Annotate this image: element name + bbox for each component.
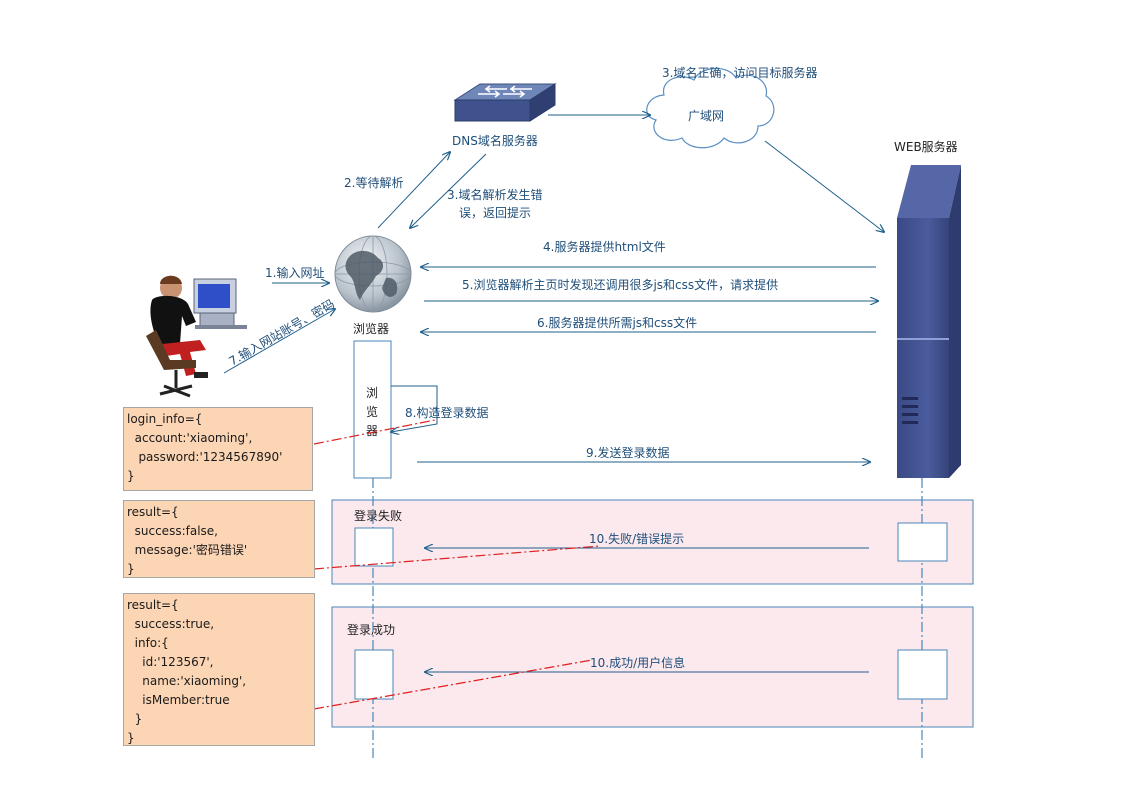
server-success-activation bbox=[897, 649, 948, 700]
browser-fail-activation bbox=[354, 527, 394, 567]
login-fail-frame bbox=[331, 499, 974, 585]
arrow-step3-error bbox=[410, 153, 487, 228]
arrow-step2 bbox=[377, 152, 450, 229]
step9-label: 9.发送登录数据 bbox=[586, 445, 669, 460]
network-switch-icon bbox=[453, 83, 557, 122]
step8-label: 8.构造登录数据 bbox=[405, 405, 488, 420]
success-frame-title: 登录成功 bbox=[347, 622, 395, 637]
browser-success-activation bbox=[354, 649, 394, 700]
login-success-frame bbox=[331, 606, 974, 728]
globe-icon bbox=[334, 235, 412, 313]
step4-label: 4.服务器提供html文件 bbox=[543, 239, 666, 254]
wan-label: 广域网 bbox=[688, 109, 724, 123]
step3-error-label-2: 误，返回提示 bbox=[459, 205, 531, 220]
dns-server-label: DNS域名服务器 bbox=[452, 133, 538, 148]
note-connector-success bbox=[313, 659, 593, 710]
step3-ok-label: 3.域名正确，访问目标服务器 bbox=[662, 65, 817, 80]
browser-box-char-2: 览 bbox=[366, 404, 378, 419]
step7-label: 7.输入网站账号、密码 bbox=[226, 296, 337, 369]
browser-box-char-1: 浏 bbox=[366, 386, 378, 400]
browser-activation-box bbox=[353, 340, 392, 479]
web-server-label: WEB服务器 bbox=[894, 139, 958, 154]
arrow-wan-to-server bbox=[764, 140, 884, 232]
fail-frame-title: 登录失败 bbox=[354, 508, 402, 523]
cloud-icon bbox=[646, 67, 775, 149]
step1-label: 1.输入网址 bbox=[265, 265, 324, 280]
fail-result-note: result={ success:false, message:'密码错误' } bbox=[123, 500, 315, 578]
browser-box-char-3: 器 bbox=[366, 424, 378, 438]
step6-label: 6.服务器提供所需js和css文件 bbox=[537, 315, 697, 330]
note-connector-login bbox=[313, 419, 436, 445]
browser-label: 浏览器 bbox=[353, 321, 389, 336]
step5-label: 5.浏览器解析主页时发现还调用很多js和css文件，请求提供 bbox=[462, 277, 778, 292]
arrow-step7 bbox=[223, 309, 335, 374]
login-info-note: login_info={ account:'xiaoming', passwor… bbox=[123, 407, 313, 491]
server-fail-activation bbox=[897, 522, 948, 562]
arrow-step8-self bbox=[391, 385, 438, 432]
step3-error-label-1: 3.域名解析发生错 bbox=[447, 187, 542, 202]
server-tower-icon bbox=[897, 165, 961, 478]
step10-fail-label: 10.失败/错误提示 bbox=[589, 531, 684, 546]
step10-success-label: 10.成功/用户信息 bbox=[590, 655, 685, 670]
success-result-note: result={ success:true, info:{ id:'123567… bbox=[123, 593, 315, 746]
person-at-computer-icon bbox=[146, 275, 247, 398]
note-connector-fail bbox=[313, 545, 601, 570]
step2-label: 2.等待解析 bbox=[344, 176, 403, 190]
